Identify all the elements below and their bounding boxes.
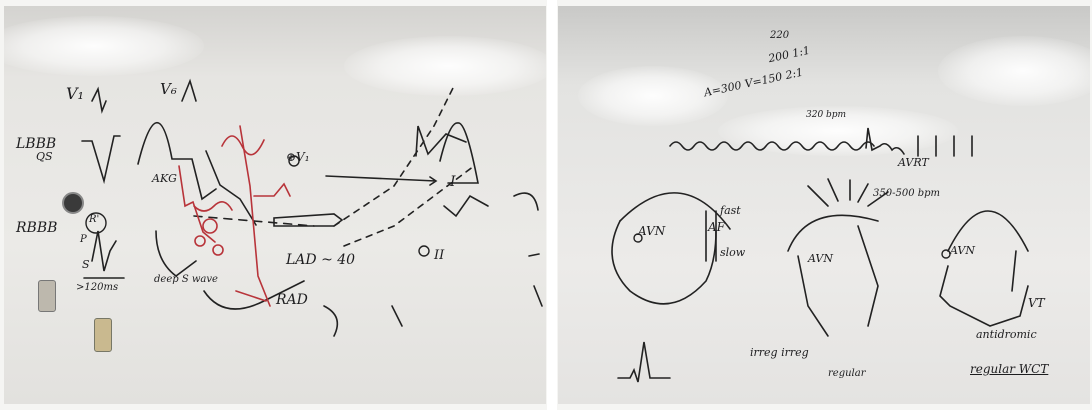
label-fast: fast: [720, 204, 741, 217]
label-r-prime: R': [89, 214, 100, 225]
label-bpm: 320 bpm: [806, 110, 847, 120]
right-board-drawings: [611, 127, 1029, 383]
label-regular-wct: regular WCT: [970, 362, 1049, 376]
collage-divider: [547, 0, 557, 410]
label-avn-3: AVN: [950, 244, 975, 257]
left-whiteboard-photo: V₁ V₆ LBBB QS RBBB R' >120ms AKG ⊕V₁ LAD…: [4, 6, 546, 404]
left-board-drawings: [81, 78, 543, 337]
label-slow: slow: [720, 246, 746, 259]
label-lad: LAD ~ 40: [286, 252, 356, 268]
light-switch-plate: [38, 280, 56, 312]
label-antidromic: antidromic: [976, 328, 1037, 341]
wall-sensor: [62, 192, 84, 214]
label-lead-ii: II: [434, 248, 445, 263]
label-deep-s: deep S wave: [154, 274, 218, 285]
label-lead-i: I: [450, 174, 456, 190]
label-akg: AKG: [152, 172, 177, 185]
right-whiteboard-photo: A=300 V=150 2:1 200 1:1 220 320 bpm AVRT…: [558, 6, 1090, 404]
label-rbbb: RBBB: [16, 220, 58, 236]
label-regular: regular: [828, 368, 866, 379]
label-s: S: [82, 258, 90, 271]
label-hb-v1: ⊕V₁: [286, 150, 310, 164]
label-vt: VT: [1028, 296, 1045, 310]
label-rate-range: 350-500 bpm: [873, 188, 941, 199]
label-af: AF: [708, 220, 725, 234]
electrical-outlet-plate: [94, 318, 112, 352]
label-120ms: >120ms: [76, 282, 119, 293]
label-irreg: irreg irreg: [750, 346, 809, 359]
label-v6: V₆: [160, 80, 177, 98]
label-p: P: [80, 234, 87, 245]
label-rad: RAD: [276, 292, 308, 308]
label-avn-2: AVN: [808, 252, 833, 265]
label-lbbb: LBBB: [16, 136, 57, 152]
label-v1: V₁: [66, 84, 84, 103]
label-avrt: AVRT: [898, 156, 929, 169]
label-avn-1: AVN: [638, 224, 666, 238]
label-qs: QS: [36, 150, 53, 163]
label-rate-top: 220: [770, 30, 790, 41]
